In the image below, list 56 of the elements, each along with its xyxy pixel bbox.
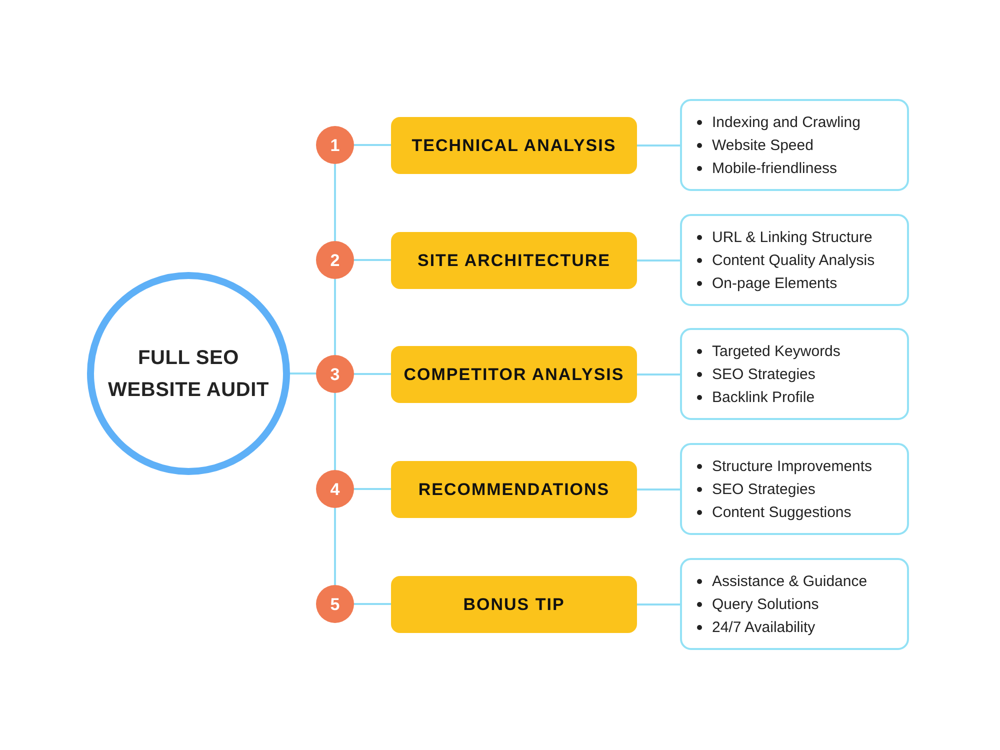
number-circle <box>316 241 354 279</box>
detail-item: Backlink Profile <box>712 388 815 406</box>
detail-box <box>680 558 909 650</box>
connector-line <box>334 508 336 585</box>
connector-line <box>354 488 391 490</box>
step-box <box>391 461 637 518</box>
step-box <box>391 346 637 403</box>
step-box <box>391 232 637 289</box>
step-number: 5 <box>330 596 340 612</box>
connector-line <box>354 373 391 375</box>
step-title: COMPETITOR ANALYSIS <box>404 364 624 384</box>
detail-item: Structure Improvements <box>712 456 872 476</box>
detail-item: Website Speed <box>712 136 814 154</box>
detail-box <box>680 99 909 191</box>
detail-item: Targeted Keywords <box>712 342 840 360</box>
detail-item: SEO Strategies <box>712 364 816 384</box>
connector-line <box>354 603 391 605</box>
step-title: SITE ARCHITECTURE <box>418 250 610 270</box>
step-title: RECOMMENDATIONS <box>418 480 610 500</box>
step-title: TECHNICAL ANALYSIS <box>412 136 616 156</box>
step-number: 2 <box>330 252 340 268</box>
connector-line <box>334 279 336 355</box>
connector-line <box>334 393 336 470</box>
connector-line <box>290 372 316 374</box>
detail-item: Query Solutions <box>712 594 819 614</box>
connector-line <box>354 144 391 146</box>
number-circle <box>316 585 354 623</box>
step-title: BONUS TIP <box>463 594 565 614</box>
connector-line <box>354 259 391 261</box>
connector-line <box>637 374 680 376</box>
connector-line <box>637 144 680 146</box>
step-box <box>391 576 637 633</box>
detail-item: Indexing and Crawling <box>712 112 860 132</box>
connector-line <box>637 488 680 490</box>
detail-box <box>680 443 909 535</box>
detail-box <box>680 328 909 420</box>
detail-item: Content Quality Analysis <box>712 250 875 270</box>
detail-item: 24/7 Availability <box>712 618 816 636</box>
step-number: 3 <box>330 366 340 382</box>
detail-item: Content Suggestions <box>712 502 852 522</box>
connector-line <box>637 260 680 262</box>
hub-title: FULL SEO WEBSITE AUDIT <box>107 346 270 402</box>
step-number: 1 <box>330 136 340 154</box>
detail-item: URL & Linking Structure <box>712 228 872 246</box>
detail-item: On-page Elements <box>712 274 838 292</box>
detail-item: Mobile-friendliness <box>712 158 838 178</box>
detail-item: SEO Strategies <box>712 480 816 498</box>
connector-line <box>334 164 336 241</box>
number-circle <box>316 355 354 393</box>
number-circle <box>316 470 354 508</box>
number-circle <box>316 126 354 164</box>
connector-line <box>637 604 680 606</box>
step-box <box>391 117 637 174</box>
detail-item: Assistance & Guidance <box>712 572 868 590</box>
detail-box <box>680 214 909 306</box>
step-number: 4 <box>330 480 340 498</box>
